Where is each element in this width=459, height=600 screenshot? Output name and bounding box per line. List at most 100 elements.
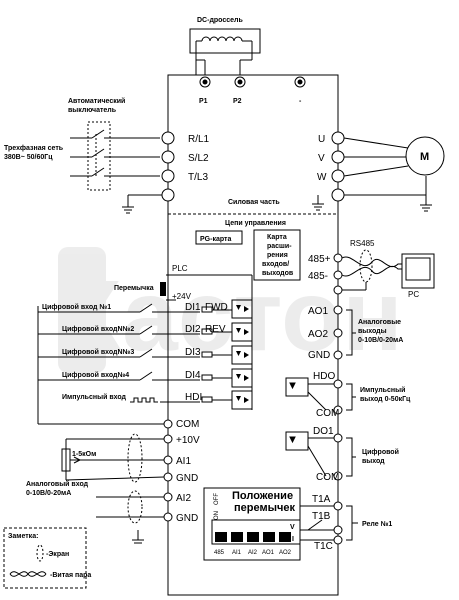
terminal-r-l1: R/L1 xyxy=(188,134,210,145)
terminal-com-left: COM xyxy=(176,419,199,430)
ground-input xyxy=(122,194,162,214)
terminal-ao1: AO1 xyxy=(308,306,328,317)
jumper xyxy=(160,274,176,301)
input-label-5: Импульсный вход xyxy=(62,393,127,401)
relay-terminals xyxy=(333,501,343,545)
terminal-u: U xyxy=(318,134,325,145)
terminal-485-minus: 485- xyxy=(308,271,328,282)
breaker-label-2: выключатель xyxy=(68,107,117,114)
digital-out-bracket xyxy=(346,437,356,477)
terminal-gnd-ai2: GND xyxy=(176,513,198,524)
input-common-line xyxy=(37,306,168,425)
expansion-card xyxy=(253,229,301,281)
input-terminal-5: HDI xyxy=(185,392,202,403)
pc-screen xyxy=(405,257,431,281)
terminal-hdo: HDO xyxy=(313,371,335,382)
switch-title-2: перемычек xyxy=(234,502,295,514)
breaker xyxy=(70,121,160,191)
note-box: Заметка: -Экран -Витая пара xyxy=(3,527,91,589)
power-section-label: Силовая часть xyxy=(228,199,280,206)
analog-out-label-1: Аналоговые xyxy=(358,319,401,326)
terminal-v: V xyxy=(318,153,325,164)
terminal-s-l2: S/L2 xyxy=(188,153,209,164)
pot-label: 1-5кОм xyxy=(72,451,96,458)
switch-v-label: V xyxy=(290,524,295,531)
switch-label-ao2: AO2 xyxy=(279,550,292,556)
rs485-label: RS485 xyxy=(350,239,375,248)
pulse-out-label-2: выход 0-50кГц xyxy=(360,396,411,403)
motor-wiring xyxy=(312,137,432,212)
hdo-terminals xyxy=(333,379,343,415)
do1-circuit xyxy=(285,431,339,477)
terminal-plus10v: +10V xyxy=(176,435,200,446)
analog-in-label-1: Аналоговый вход xyxy=(26,480,89,488)
note-shield: -Экран xyxy=(46,551,69,558)
terminal-p2: P2 xyxy=(233,98,242,105)
input-function-1: FWD xyxy=(205,302,228,313)
supply-label-2: 380В~ 50/60Гц xyxy=(4,154,53,161)
analog-out-label-2: выходы xyxy=(358,328,387,335)
terminal-minus: - xyxy=(299,98,302,105)
switch-label-485: 485 xyxy=(214,550,225,556)
input-label-3: Цифровой входN№3 xyxy=(62,348,134,356)
terminal-gnd-ai1: GND xyxy=(176,473,198,484)
dc-choke xyxy=(189,28,261,75)
terminal-t-l3: T/L3 xyxy=(188,172,208,183)
switch-on-label: ON xyxy=(214,511,220,520)
switch-label-ai2: AI2 xyxy=(248,550,258,556)
terminal-t1b: T1B xyxy=(312,511,331,522)
rs485-wiring xyxy=(341,249,404,291)
dc-choke-title: DC-дроссель xyxy=(197,17,243,24)
expansion-card-line-5: выходов xyxy=(262,270,294,277)
note-title: Заметка: xyxy=(8,533,38,540)
switch-title-1: Положение xyxy=(232,490,293,502)
expansion-card-line-3: рения xyxy=(267,252,288,259)
input-label-1: Цифровой вход №1 xyxy=(42,303,111,311)
terminal-ai2: AI2 xyxy=(176,493,191,504)
analog-in-label-2: 0-10В/0-20мА xyxy=(26,490,71,497)
watermark: Кастон xyxy=(58,247,403,373)
digital-input-4: Цифровой вход№4 DI4 xyxy=(38,370,201,381)
analog-input-wiring xyxy=(61,433,165,544)
terminal-t1c: T1C xyxy=(314,541,333,552)
input-label-4: Цифровой вход№4 xyxy=(62,371,129,379)
jumper-label: Перемычка xyxy=(114,285,154,292)
plc-label: PLC xyxy=(172,264,188,273)
optocoupler-diodes xyxy=(236,305,249,403)
pg-card-label: PG-карта xyxy=(200,236,231,243)
pulse-out-bracket xyxy=(346,383,356,411)
jumper-switch-panel: Положение перемычек ON OFF V I 485 AI1 A… xyxy=(203,487,301,561)
pg-card xyxy=(195,230,243,245)
control-section-label: Цепи управления xyxy=(225,220,286,227)
digital-input-3: Цифровой входN№3 DI3 xyxy=(38,347,201,358)
rs485-terminals xyxy=(333,253,343,295)
dc-terminals xyxy=(199,76,306,88)
input-function-2: REV xyxy=(205,324,226,335)
digital-out-label-2: выход xyxy=(362,458,385,465)
terminal-com-do: COM xyxy=(316,472,339,483)
pulse-input: Импульсный вход HDI xyxy=(62,392,202,403)
svg-text:Кастон: Кастон xyxy=(60,260,403,372)
switch-label-ai1: AI1 xyxy=(232,550,242,556)
switch-label-ao1: AO1 xyxy=(262,550,275,556)
note-twisted: -Витая пара xyxy=(50,572,91,579)
terminal-ao2: AO2 xyxy=(308,329,328,340)
supply-label-1: Трехфазная сеть xyxy=(4,145,64,152)
terminal-com-hdo: COM xyxy=(316,408,339,419)
expansion-card-line-2: расши- xyxy=(267,243,292,250)
terminal-485-plus: 485+ xyxy=(308,254,331,265)
terminal-do1: DO1 xyxy=(313,426,334,437)
switch-off-label: OFF xyxy=(214,493,220,505)
power-input-terminals xyxy=(161,131,175,202)
terminal-ai1: AI1 xyxy=(176,456,191,467)
analog-output-terminals xyxy=(333,305,343,360)
breaker-label-1: Автоматический xyxy=(68,97,125,105)
hdo-circuit xyxy=(285,377,339,411)
digital-input-1: Цифровой вход №1 DI1 FWD xyxy=(38,302,228,313)
expansion-card-line-1: Карта xyxy=(267,234,287,241)
relay-bracket xyxy=(346,505,358,541)
pulse-out-label-1: Импульсный xyxy=(360,386,405,394)
motor-icon xyxy=(405,136,445,176)
analog-out-label-3: 0-10В/0-20мА xyxy=(358,337,403,344)
input-terminal-1: DI1 xyxy=(185,302,201,313)
